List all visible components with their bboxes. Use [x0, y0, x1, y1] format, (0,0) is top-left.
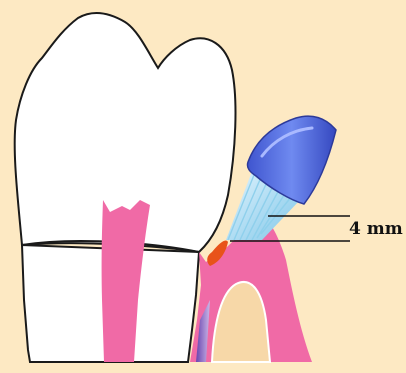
measurement-label: 4 mm — [349, 219, 403, 239]
